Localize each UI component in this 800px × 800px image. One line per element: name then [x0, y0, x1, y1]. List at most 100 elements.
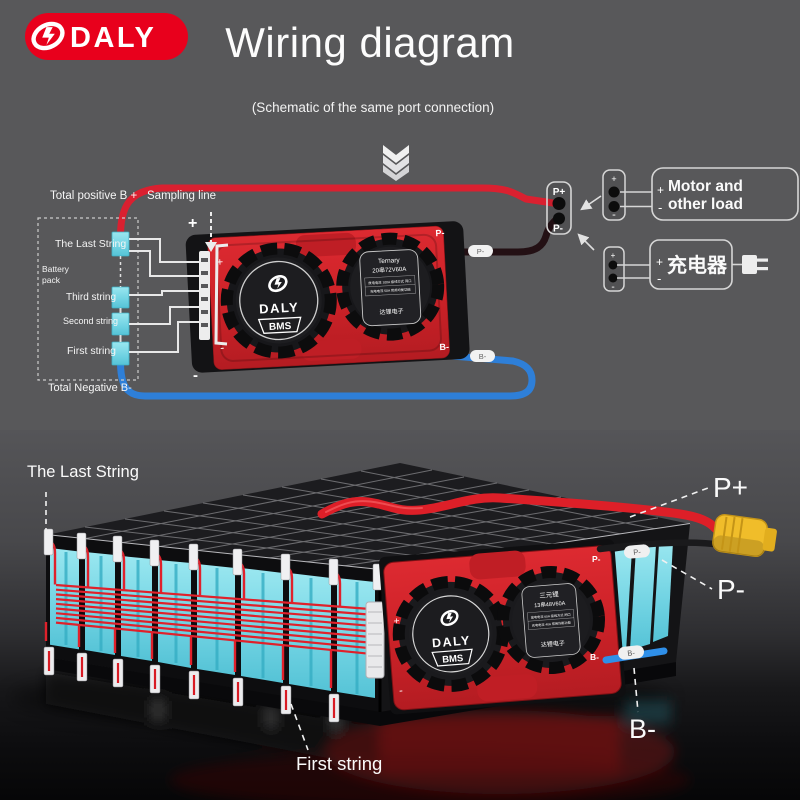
- bms-spec-footer: 达锂电子: [379, 307, 403, 316]
- schematic-wire-tags: P- B-: [468, 245, 495, 362]
- board-plus-mark: +: [216, 256, 223, 268]
- terminal-p-plus-label: P+: [553, 187, 566, 198]
- cell-seam-shading: [64, 552, 359, 694]
- charger-box-plus: +: [656, 255, 663, 269]
- label-second-string: Second string: [63, 316, 118, 326]
- svg-text:P-: P-: [633, 547, 642, 557]
- b-minus-wire-tag: B-: [479, 352, 487, 361]
- balance-connector: [199, 243, 229, 346]
- render-spec-row2: 充电电流 40A 常用均衡功能: [532, 620, 572, 628]
- label-battery-2: pack: [42, 275, 61, 285]
- battery-pack-render: DALY BMS 三元锂 13串48V60A 放电电流 60A 接线方式 同口 …: [10, 463, 777, 800]
- render-spec-model: 13串48V60A: [534, 600, 566, 609]
- sampling-wire-bundle: [55, 583, 371, 655]
- pointer-arrow-load: [580, 195, 602, 211]
- board-p-minus-text: P-: [435, 228, 445, 238]
- render-board-b-minus: B-: [590, 652, 599, 662]
- wire-b-plus-red: [117, 184, 557, 240]
- render-wire-p-minus: [596, 539, 726, 553]
- bms-plus-mark: +: [188, 215, 197, 232]
- load-connector-plus: +: [611, 174, 616, 184]
- board-minus-mark: -: [220, 340, 225, 354]
- wire-b-minus-blue: [117, 352, 536, 400]
- p-minus-wire-tag: P-: [477, 247, 485, 256]
- render-spec-footer: 达锂电子: [541, 639, 566, 649]
- bms-spec-row1: 放电电流 100A 接线方式 同口: [368, 278, 411, 285]
- render-label-last-string: The Last String: [27, 463, 139, 481]
- render-balance-connector: [365, 601, 385, 679]
- label-first-string: First string: [67, 345, 116, 357]
- bms-spec-row2: 充电电流 50A 常用均衡功能: [370, 287, 411, 294]
- charger-box-label: 充电器: [667, 253, 728, 277]
- chevron-down-icon: [383, 145, 409, 181]
- brand-text: DALY: [70, 22, 156, 54]
- wire-p-minus-black: [448, 215, 561, 256]
- connector-bracket: [214, 243, 229, 346]
- svg-text:B-: B-: [627, 648, 636, 658]
- sampling-tabs: [43, 528, 383, 723]
- render-bms-board: DALY BMS 三元锂 13串48V60A 放电电流 60A 接线方式 同口 …: [378, 539, 626, 715]
- charger-connector-hole-minus: [608, 273, 618, 283]
- render-spec-row1: 放电电流 60A 接线方式 同口: [531, 612, 571, 620]
- render-label-p-minus: P-: [717, 574, 745, 605]
- charger-connector-hole-plus: [608, 260, 618, 270]
- render-board-plus: +: [393, 616, 400, 627]
- render-bms-name: BMS: [442, 653, 464, 666]
- render-annotations: The Last String P+ P- B- First string: [27, 463, 748, 774]
- label-last-string: The Last String: [55, 238, 126, 250]
- bms-spec-model: 20串72V60A: [372, 265, 406, 275]
- bms-spec-title: Ternary: [378, 257, 401, 265]
- schematic-wires: [117, 184, 561, 400]
- end-cell: [630, 545, 656, 650]
- arrow-down-icon: [205, 242, 217, 252]
- terminal-p-minus-label: P-: [553, 224, 563, 235]
- board-b-minus-text: B-: [439, 342, 449, 352]
- sampling-harness: [129, 238, 201, 353]
- sampling-arrow: [205, 212, 217, 252]
- terminal-p-plus-hole: [552, 197, 566, 210]
- load-box-minus: -: [658, 200, 662, 215]
- header: DALY Wiring diagram (Schematic of the sa…: [25, 13, 514, 181]
- label-sampling-line: Sampling line: [147, 190, 216, 202]
- battery-pack-outline: [37, 217, 139, 381]
- daly-logo: DALY: [25, 13, 188, 60]
- label-third-string: Third string: [66, 292, 116, 303]
- bms-name-text: BMS: [269, 321, 292, 333]
- render-label-first-string: First string: [296, 753, 382, 774]
- render-bms-fan-right: 三元锂 13串48V60A 放电电流 60A 接线方式 同口 充电电流 40A …: [496, 565, 605, 674]
- render-b-minus-tag: B-: [618, 645, 645, 660]
- render-spec-title: 三元锂: [539, 589, 560, 600]
- pack-left-face: [46, 535, 380, 726]
- charger-circuit: + - + - 充电器: [603, 239, 768, 293]
- power-plug-icon: [742, 255, 768, 274]
- load-circuit: + - + - Motor and other load: [602, 167, 799, 221]
- label-battery-1: Battery: [42, 264, 70, 274]
- schematic-bms-board: DALY BMS Ternary 20串72V60A 放电电流 100A 接线方…: [185, 221, 470, 373]
- load-box-line1: Motor and: [668, 178, 743, 195]
- tab-wire-marks: [47, 651, 336, 718]
- page-title: Wiring diagram: [225, 19, 514, 66]
- schematic-bms-fan-right: Ternary 20串72V60A 放电电流 100A 接线方式 同口 充电电流…: [336, 232, 445, 341]
- pointer-arrow-charger: [577, 233, 595, 251]
- load-box: [651, 167, 799, 221]
- load-connector-hole-plus: [608, 186, 620, 198]
- label-total-negative: Total Negative B-: [48, 382, 132, 394]
- charger-connector-minus: -: [611, 282, 614, 293]
- render-label-p-plus: P+: [713, 472, 748, 503]
- terminal-p-minus-hole: [553, 212, 565, 225]
- schematic-labels: Total positive B + Sampling line The Las…: [42, 190, 216, 394]
- wire-highlight: [325, 500, 423, 513]
- render-board-p-minus: P-: [592, 554, 601, 564]
- load-box-line2: other load: [668, 196, 743, 213]
- bms-brand-text: DALY: [259, 299, 300, 316]
- render-board-minus: -: [399, 685, 404, 697]
- render-label-b-minus: B-: [629, 714, 656, 744]
- render-p-minus-tag: P-: [623, 544, 650, 559]
- charger-connector-plus: +: [611, 251, 616, 260]
- schematic-battery-pack: [37, 217, 139, 381]
- charger-box-minus: -: [657, 271, 661, 286]
- load-connector-hole-minus: [608, 201, 620, 212]
- bms-minus-mark: -: [193, 367, 198, 384]
